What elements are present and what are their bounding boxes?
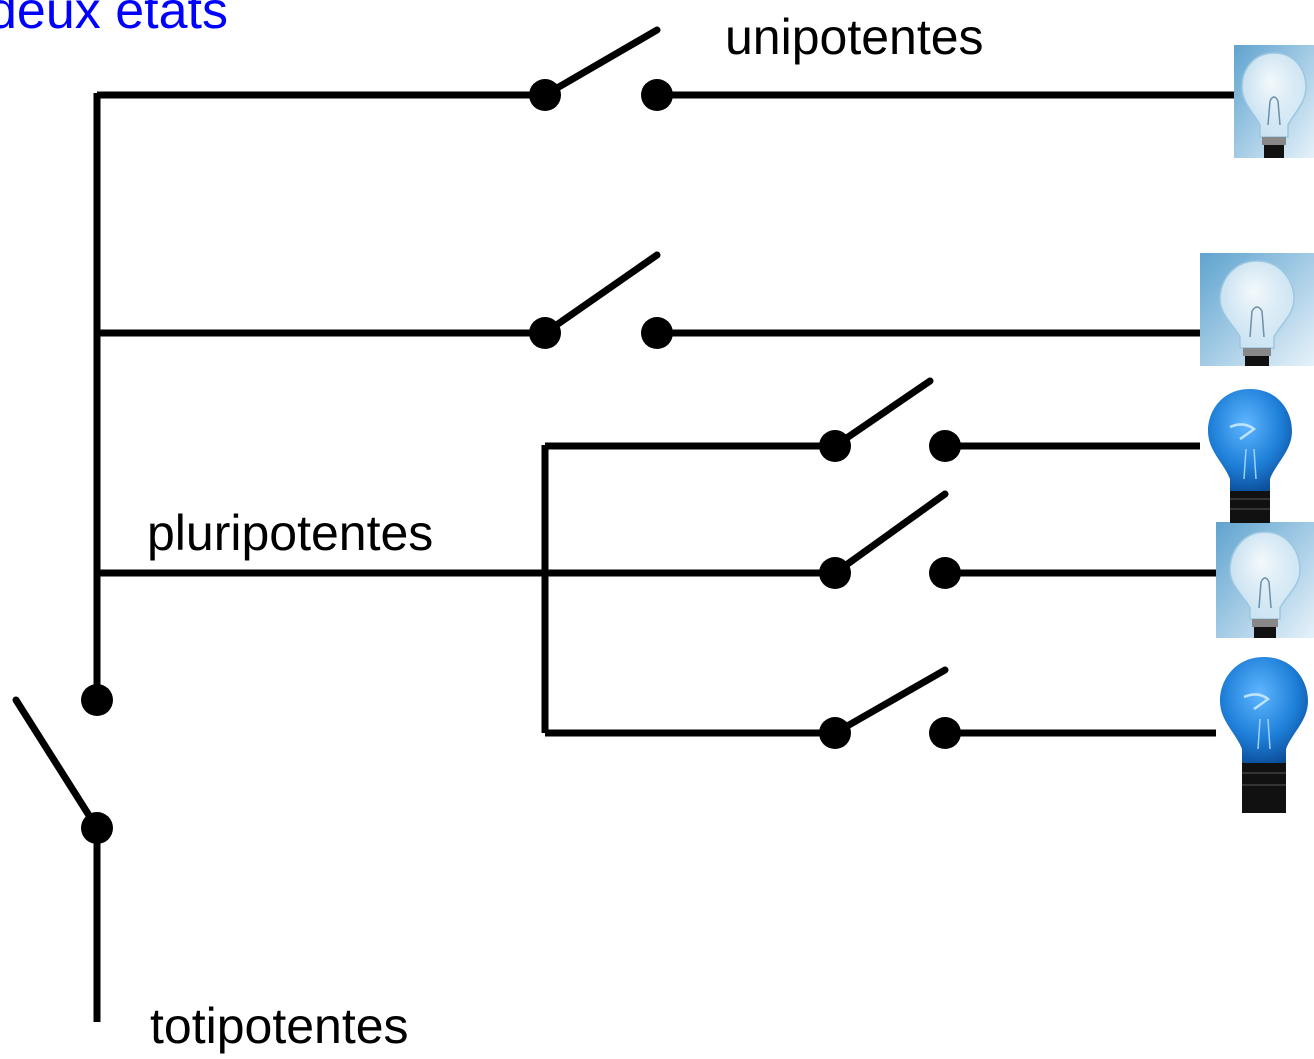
bulb-on-icon xyxy=(1208,389,1292,523)
bulb-off-icon xyxy=(1216,522,1314,638)
switch-1-contact xyxy=(641,79,673,111)
switch-3-contact xyxy=(929,430,961,462)
switch-1-pivot xyxy=(529,79,561,111)
main-switch-contact-pivot xyxy=(81,812,113,844)
switch-5-pivot xyxy=(819,717,851,749)
label-pluripotentes: pluripotentes xyxy=(147,505,433,561)
bulb-off-icon xyxy=(1200,253,1314,366)
title-fragment: deux états xyxy=(0,0,228,40)
switch-3-pivot xyxy=(819,430,851,462)
switch-5-contact xyxy=(929,717,961,749)
main-switch-blade xyxy=(12,696,101,832)
switch-5-blade xyxy=(831,666,949,737)
switch-2-pivot xyxy=(529,317,561,349)
switch-3-blade xyxy=(831,377,934,450)
switch-4-contact xyxy=(929,557,961,589)
bulb-on-icon xyxy=(1220,657,1308,813)
label-unipotentes: unipotentes xyxy=(725,9,984,65)
main-switch-contact-top xyxy=(81,684,113,716)
wires xyxy=(93,91,1234,1022)
switch-1-blade xyxy=(541,26,661,99)
bulb-off-icon xyxy=(1234,45,1314,158)
label-totipotentes: totipotentes xyxy=(150,998,409,1054)
switch-4-blade xyxy=(831,490,949,577)
switch-4-pivot xyxy=(819,557,851,589)
switch-2-blade xyxy=(541,251,661,337)
switch-2-contact xyxy=(641,317,673,349)
